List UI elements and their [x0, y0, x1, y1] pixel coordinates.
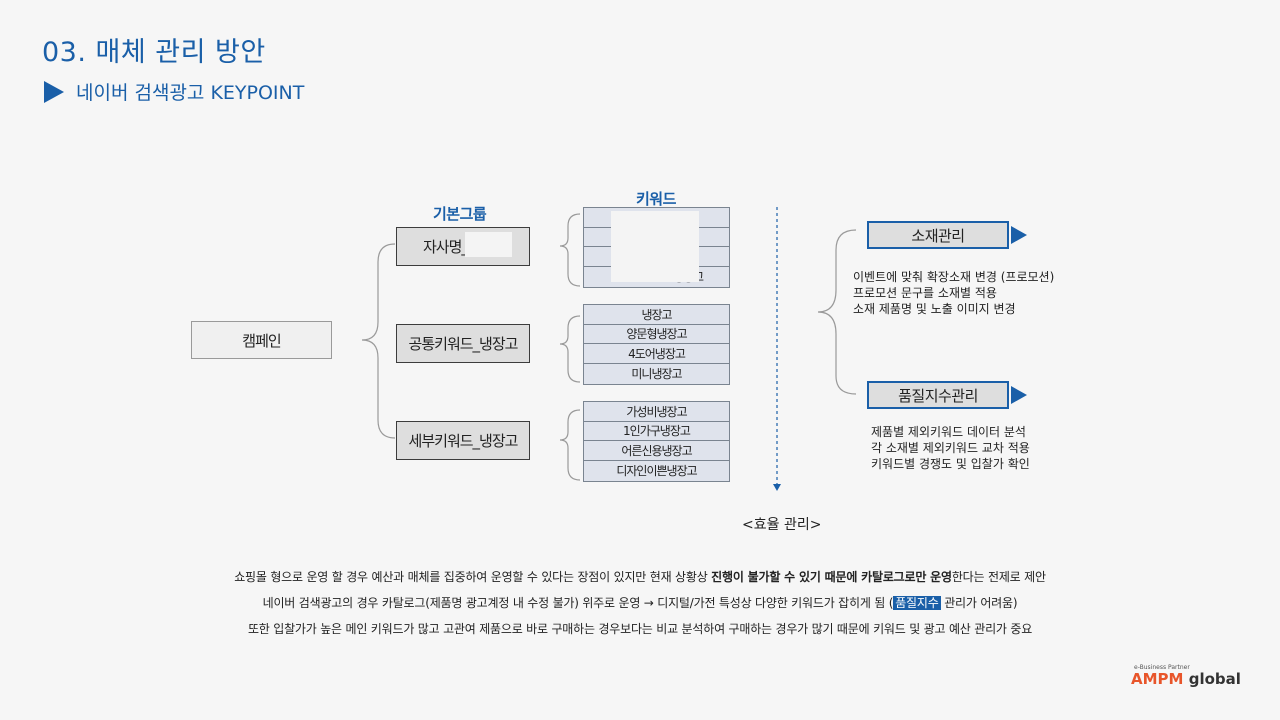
note-text: 네이버 검색광고의 경우 카탈로그(제품명 광고계정 내 수정 불가) 위주로 …: [262, 596, 894, 610]
note-text: 한다는 전제로 제안: [951, 570, 1046, 584]
management-creative-desc: 이벤트에 맞춰 확장소재 변경 (프로모션) 프로모션 문구를 소재별 적용 소…: [853, 269, 1054, 317]
group-common-label: 공통키워드_냉장고: [408, 335, 519, 353]
desc-line: 제품별 제외키워드 데이터 분석: [871, 425, 1026, 439]
redacted-block: [611, 211, 699, 282]
keyword-row: 디자인이쁜냉장고: [616, 463, 697, 478]
desc-line: 각 소재별 제외키워드 교차 적용: [871, 441, 1030, 455]
play-triangle-icon: [44, 80, 64, 103]
keyword-row: 냉장고: [584, 305, 729, 325]
note-bold-text: 진행이 불가할 수 있기 때문에 카탈로그로만 운영: [711, 570, 952, 584]
company-logo: e-Business Partner AMPM global: [1131, 664, 1251, 688]
keyword-table-common: 냉장고 양문형냉장고 4도어냉장고 미니냉장고: [583, 304, 730, 385]
efficiency-label: <효율 관리>: [742, 517, 822, 533]
keyword-heading: 키워드: [636, 190, 676, 208]
note-line-1: 쇼핑몰 형으로 운영 할 경우 예산과 매체를 집중하여 운영할 수 있다는 장…: [0, 568, 1280, 585]
campaign-box: 캠페인: [191, 321, 332, 359]
note-text: 쇼핑몰 형으로 운영 할 경우 예산과 매체를 집중하여 운영할 수 있다는 장…: [234, 570, 712, 584]
group-brace-3: [559, 409, 581, 481]
page-title: 03. 매체 관리 방안: [42, 37, 266, 68]
note-highlight: 품질지수: [893, 596, 941, 610]
group-common: 공통키워드_냉장고: [396, 324, 530, 363]
keyword-table-detail: 가성비냉장고 1인가구냉장고 어른신용냉장고 디자인이쁜냉장고: [583, 401, 730, 482]
arrow-right-icon: [1011, 386, 1027, 404]
note-line-3: 또한 입찰가가 높은 메인 키워드가 많고 고관여 제품으로 바로 구매하는 경…: [247, 622, 1033, 636]
redacted-block: [465, 232, 512, 257]
group-company-label: 자사명_: [423, 238, 469, 256]
keyword-row: 가성비냉장고: [584, 402, 729, 422]
keyword-row: 4도어냉장고: [584, 344, 729, 364]
campaign-brace: [361, 243, 396, 439]
desc-line: 키워드별 경쟁도 및 입찰가 확인: [871, 457, 1030, 471]
campaign-label: 캠페인: [242, 331, 281, 350]
desc-line: 이벤트에 맞춰 확장소재 변경 (프로모션): [853, 270, 1055, 284]
keyword-row: 미니냉장고: [631, 366, 682, 381]
subtitle-text: 네이버 검색광고 KEYPOINT: [76, 82, 305, 104]
note-line-2: 네이버 검색광고의 경우 카탈로그(제품명 광고계정 내 수정 불가) 위주로 …: [0, 594, 1280, 611]
management-creative-box: 소재관리: [867, 221, 1009, 249]
note-text: 관리가 어려움): [940, 596, 1018, 610]
management-creative-label: 소재관리: [911, 226, 965, 245]
group-heading: 기본그룹: [433, 205, 487, 223]
management-quality-desc: 제품별 제외키워드 데이터 분석 각 소재별 제외키워드 교차 적용 키워드별 …: [871, 424, 1030, 472]
logo-brand-a: AMPM: [1131, 670, 1184, 688]
logo-tagline: e-Business Partner: [1134, 664, 1190, 671]
arrow-right-icon: [1011, 226, 1027, 244]
desc-line: 프로모션 문구를 소재별 적용: [853, 286, 997, 300]
logo-brand-b: global: [1188, 670, 1241, 688]
efficiency-arrowhead: [773, 484, 781, 491]
group-detail-label: 세부키워드_냉장고: [408, 432, 519, 450]
management-brace: [817, 229, 857, 395]
group-detail: 세부키워드_냉장고: [396, 421, 530, 460]
group-brace-2: [559, 315, 581, 383]
desc-line: 소재 제품명 및 노출 이미지 변경: [853, 302, 1016, 316]
management-quality-box: 품질지수관리: [867, 381, 1009, 409]
management-quality-label: 품질지수관리: [898, 386, 978, 405]
keyword-row: 어른신용냉장고: [584, 441, 729, 461]
keyword-row: 1인가구냉장고: [584, 422, 729, 441]
group-brace-1: [559, 213, 581, 287]
keyword-row: 양문형냉장고: [584, 325, 729, 344]
page-subtitle: 네이버 검색광고 KEYPOINT: [44, 78, 304, 105]
